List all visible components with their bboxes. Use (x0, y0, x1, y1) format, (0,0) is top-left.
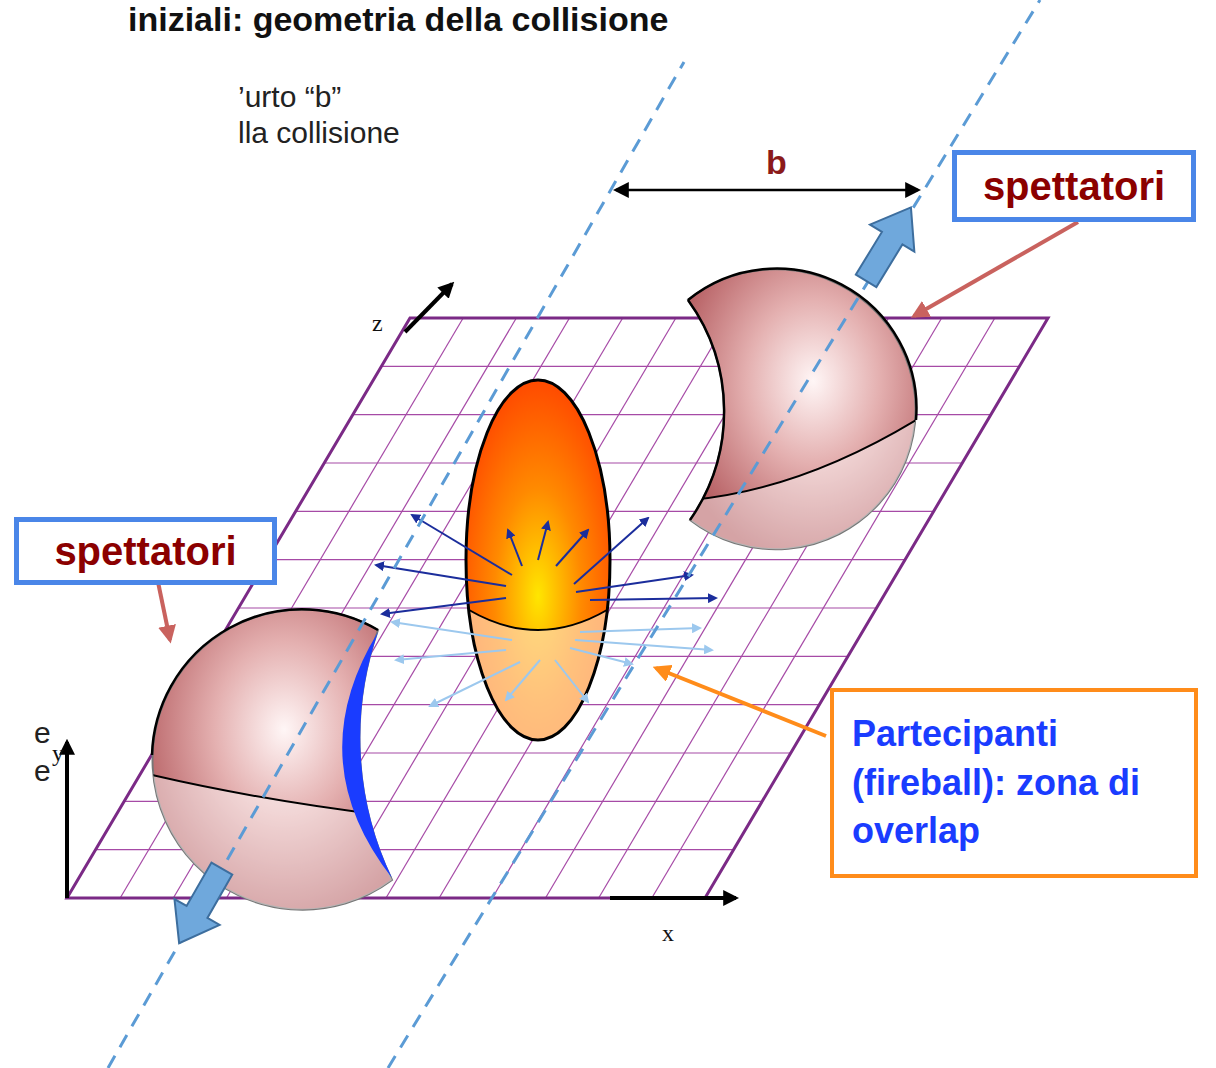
leader-arrow (656, 668, 826, 736)
box-text: spettatori (54, 528, 236, 574)
label-wrap: z (372, 310, 383, 338)
impact-parameter-arrow (616, 189, 918, 192)
flow-arrow (392, 622, 512, 640)
flow-arrow (382, 598, 506, 614)
label-wrap: x (662, 920, 674, 948)
spectator-label-box: spettatori (952, 150, 1196, 222)
beam-direction-arrow (844, 194, 933, 294)
flow-arrow (590, 598, 716, 600)
label-wrap: b (766, 143, 787, 182)
label-wrap: lla collisione (238, 116, 400, 151)
bullet-text: e (34, 716, 51, 751)
impact-parameter-label: b (766, 143, 787, 182)
flow-arrow (570, 648, 632, 664)
flow-arrow (396, 650, 506, 660)
spectator-lower-half (640, 420, 960, 600)
label-wrap: ’urto “b” (238, 80, 341, 115)
grid-line (381, 366, 1019, 367)
spectator-lower-half (120, 775, 430, 940)
flow-arrows (376, 515, 716, 706)
beam-direction-arrow (844, 194, 933, 294)
flow-arrow (555, 660, 588, 702)
spectator-top-edge (688, 269, 916, 420)
box-text: spettatori (983, 163, 1165, 209)
box-text: Partecipanti (fireball): zona di overlap (852, 710, 1148, 856)
label-wrap: e (34, 716, 51, 751)
z-axis (405, 284, 452, 332)
bullet-text: ’urto “b” (238, 80, 341, 115)
flow-arrow (556, 530, 588, 566)
beam-axis (388, 0, 1040, 1068)
contact-surface (342, 632, 392, 878)
flow-arrow (506, 660, 540, 700)
slide-title: iniziali: geometria della collisione (128, 0, 668, 39)
leader-arrow (158, 582, 170, 640)
title-wrap: iniziali: geometria della collisione (128, 0, 668, 39)
leader-arrow (914, 222, 1078, 316)
x-axis (610, 896, 736, 900)
flow-arrow (576, 575, 692, 592)
flow-arrow (538, 522, 548, 560)
bullet-text: lla collisione (238, 116, 400, 151)
axis-label: x (662, 920, 674, 948)
y-axis (65, 742, 69, 898)
label-wrap: y (52, 740, 64, 768)
spectator-cut-edge (688, 300, 724, 520)
beam-direction-arrow (157, 856, 245, 956)
participants-label-box: Partecipanti (fireball): zona di overlap (830, 688, 1198, 878)
flow-arrow (580, 628, 700, 632)
axis-label: z (372, 310, 383, 338)
grid-line (386, 318, 729, 898)
axis-label: y (52, 740, 64, 768)
flow-arrow (412, 515, 512, 575)
beam-direction-arrow (157, 856, 245, 956)
flow-arrow (574, 518, 648, 584)
label-wrap: e (34, 754, 51, 789)
bullet-text: e (34, 754, 51, 789)
spectator-label-box: spettatori (14, 517, 277, 585)
fireball-equator (469, 610, 607, 630)
flow-arrow (508, 530, 522, 566)
